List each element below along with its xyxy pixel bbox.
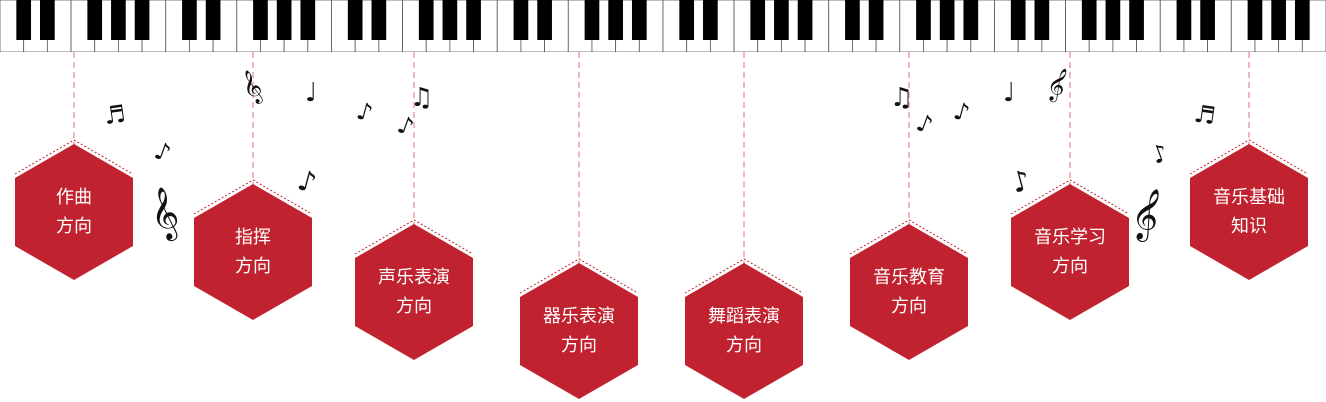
direction-hexagon-music-study[interactable]: 音乐学习 方向 — [1011, 184, 1129, 320]
black-key — [205, 0, 221, 40]
beamed-eighth-notes-icon: ♫ — [890, 83, 914, 113]
hanging-thread — [1248, 52, 1250, 148]
hanging-thread — [743, 52, 745, 267]
quarter-note-icon: ♩ — [1003, 78, 1016, 108]
eighth-note-icon: ♪ — [353, 96, 376, 128]
black-key — [513, 0, 529, 40]
black-key — [466, 0, 481, 40]
hanging-thread — [578, 52, 580, 267]
black-key — [1294, 0, 1310, 40]
black-key — [1200, 0, 1215, 40]
black-key — [16, 0, 32, 40]
direction-hexagon-music-education[interactable]: 音乐教育 方向 — [850, 224, 968, 360]
black-key — [679, 0, 695, 40]
eighth-note-icon: ♪ — [1147, 138, 1172, 170]
beamed-eighth-notes-icon: ♫ — [410, 83, 434, 113]
black-key — [300, 0, 316, 40]
black-key — [134, 0, 150, 40]
eighth-note-icon: ♪ — [912, 108, 937, 140]
direction-hexagon-music-fundamentals[interactable]: 音乐基础 知识 — [1190, 144, 1308, 280]
direction-label: 舞蹈表演 方向 — [708, 306, 780, 356]
direction-label: 指挥 方向 — [235, 227, 271, 277]
eighth-note-icon: ♪ — [150, 136, 175, 168]
black-key — [1105, 0, 1121, 40]
black-key — [1176, 0, 1192, 40]
black-key — [774, 0, 789, 40]
piano-keyboard — [0, 0, 1326, 52]
eighth-note-icon: ♪ — [294, 163, 320, 200]
black-key — [371, 0, 387, 40]
black-key — [584, 0, 600, 40]
direction-hexagon-instrumental-performance[interactable]: 器乐表演 方向 — [520, 263, 638, 399]
black-key — [276, 0, 292, 40]
eighth-note-icon: ♪ — [1007, 163, 1034, 200]
beamed-sixteenth-notes-icon: ♬ — [1192, 99, 1218, 131]
black-key — [797, 0, 813, 40]
black-key — [939, 0, 955, 40]
direction-label: 音乐学习 方向 — [1034, 227, 1106, 277]
black-key — [442, 0, 458, 40]
black-key — [750, 0, 766, 40]
hanging-thread — [252, 52, 254, 188]
black-key — [253, 0, 268, 40]
direction-label: 作曲 方向 — [56, 187, 92, 237]
direction-hexagon-vocal-performance[interactable]: 声乐表演 方向 — [355, 224, 473, 360]
black-key — [40, 0, 55, 40]
black-key — [916, 0, 931, 40]
eighth-note-icon: ♪ — [950, 96, 973, 128]
quarter-note-icon: ♩ — [305, 78, 318, 108]
black-key — [1129, 0, 1144, 40]
black-key — [537, 0, 552, 40]
beamed-sixteenth-notes-icon: ♬ — [102, 99, 128, 131]
black-key — [1247, 0, 1263, 40]
hanging-thread — [1069, 52, 1071, 188]
treble-clef-icon: 𝄞 — [143, 183, 184, 243]
black-key — [963, 0, 979, 40]
direction-hexagon-dance-performance[interactable]: 舞蹈表演 方向 — [685, 263, 803, 399]
black-key — [631, 0, 647, 40]
direction-label: 音乐教育 方向 — [873, 267, 945, 317]
black-key — [87, 0, 103, 40]
treble-clef-icon: 𝄞 — [1042, 65, 1072, 105]
black-key — [111, 0, 126, 40]
direction-hexagon-conducting[interactable]: 指挥 方向 — [194, 184, 312, 320]
hanging-thread — [908, 52, 910, 228]
black-key — [608, 0, 623, 40]
black-key — [347, 0, 363, 40]
black-key — [1271, 0, 1286, 40]
hanging-thread — [413, 52, 415, 228]
black-key — [703, 0, 718, 40]
treble-clef-icon: 𝄞 — [1126, 183, 1167, 243]
black-key — [1081, 0, 1097, 40]
black-key — [868, 0, 884, 40]
black-key — [1010, 0, 1026, 40]
black-key — [845, 0, 860, 40]
direction-label: 声乐表演 方向 — [378, 267, 450, 317]
black-key — [418, 0, 434, 40]
treble-clef-icon: 𝄞 — [236, 67, 268, 108]
direction-label: 器乐表演 方向 — [543, 306, 615, 356]
direction-hexagon-composition[interactable]: 作曲 方向 — [15, 144, 133, 280]
black-key — [182, 0, 197, 40]
black-key — [1034, 0, 1050, 40]
hanging-thread — [73, 52, 75, 148]
direction-label: 音乐基础 知识 — [1213, 187, 1285, 237]
